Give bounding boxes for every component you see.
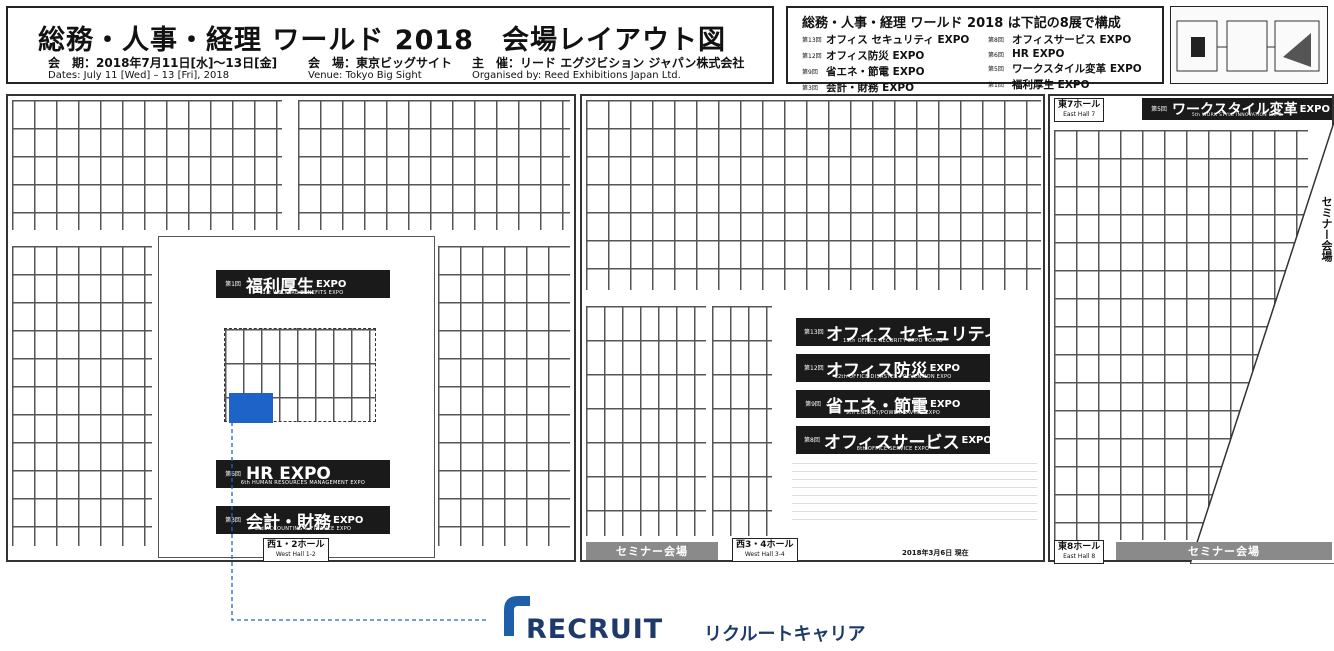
seminar-side-label: セミナー会場: [1320, 196, 1333, 262]
expo-list-item: 第5回ワークスタイル変革 EXPO: [988, 63, 1142, 75]
seminar-room-west34: セミナー会場: [586, 542, 718, 560]
booth-block: [298, 100, 570, 230]
expo-list-item: 第12回オフィス防災 EXPO: [802, 50, 925, 62]
minimap-drawing: [1176, 20, 1320, 72]
booth-block: [712, 306, 772, 536]
booth-block: [438, 246, 570, 546]
expo-list-item: 第3回会計・財務 EXPO: [802, 82, 915, 94]
booth-block: [12, 100, 282, 230]
expo-list-col-1: 第13回オフィス セキュリティ EXPO 第12回オフィス防災 EXPO 第9回…: [802, 32, 969, 95]
expo-list-heading: 総務・人事・経理 ワールド 2018 は下記の8展で構成: [802, 16, 1121, 31]
period-label: 会 期：: [48, 56, 97, 70]
expo-list-panel: 総務・人事・経理 ワールド 2018 は下記の8展で構成 第13回オフィス セキ…: [786, 6, 1164, 94]
booth-block: [586, 100, 1041, 290]
organizer-info: 主 催：リード エグジビション ジャパン株式会社: [472, 54, 744, 71]
recruit-brand-text: RECRUIT: [526, 614, 664, 645]
expo-list-item: 第8回オフィスサービス EXPO: [988, 34, 1132, 46]
expo-list-item: 第1回福利厚生 EXPO: [988, 79, 1090, 91]
venue-label: 会 場：: [308, 56, 357, 70]
booth-block: [224, 328, 376, 422]
overview-minimap: [1170, 6, 1328, 84]
organizer-en: Organised by: Reed Exhibitions Japan Ltd…: [472, 70, 681, 81]
title-panel: 総務・人事・経理 ワールド 2018 会場レイアウト図 会 期：2018年7月1…: [6, 6, 774, 84]
organizer-label: 主 催：: [472, 56, 521, 70]
venue-info: 会 場：東京ビッグサイト: [308, 54, 452, 71]
venue-en: Venue: Tokyo Big Sight: [308, 70, 422, 81]
recruit-brand-subtext: リクルートキャリア: [704, 624, 866, 645]
period-value: 2018年7月11日[水]～13日[金]: [96, 56, 278, 70]
page-title: 総務・人事・経理 ワールド 2018 会場レイアウト図: [38, 25, 726, 56]
period-info: 会 期：2018年7月11日[水]～13日[金]: [48, 54, 277, 71]
recruit-career-logo: RECRUIT リクルートキャリア: [486, 578, 882, 651]
east-hall-diagonal-edge: [1190, 119, 1334, 564]
seminar-room-east8: セミナー会場: [1116, 542, 1332, 560]
expo-list-item: 第13回オフィス セキュリティ EXPO: [802, 34, 970, 46]
booth-block: [586, 306, 706, 536]
dates-en: Dates: July 11 [Wed] – 13 [Fri], 2018: [48, 70, 230, 81]
expo-list-item: 第9回省エネ・節電 EXPO: [802, 66, 925, 78]
hall-notes: [792, 458, 1037, 526]
organizer-value: リード エグジビション ジャパン株式会社: [520, 56, 745, 70]
recruit-booth-highlight[interactable]: [229, 393, 273, 423]
booth-block: [12, 246, 152, 546]
venue-value: 東京ビッグサイト: [356, 56, 453, 70]
layout-date: 2018年3月6日 現在: [902, 549, 969, 557]
recruit-logo-mark: [504, 596, 530, 636]
